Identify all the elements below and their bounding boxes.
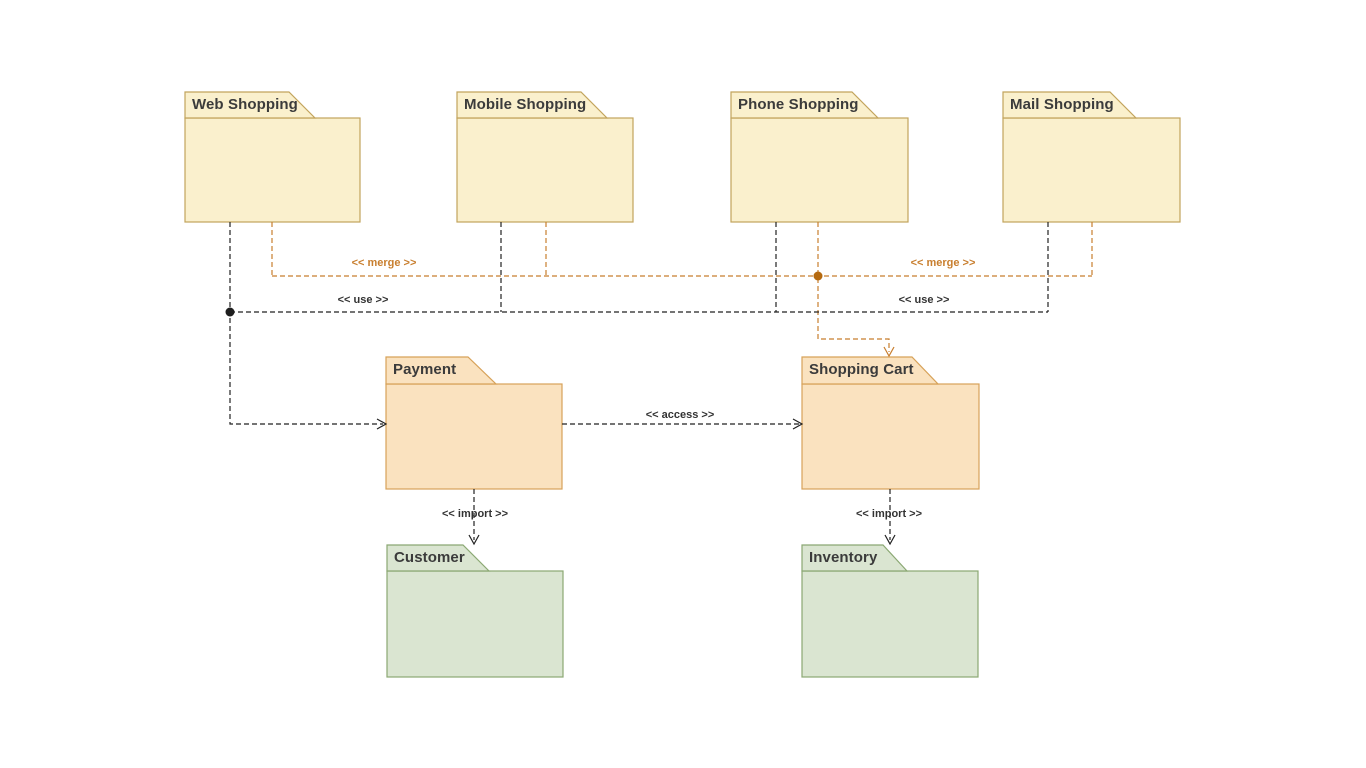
package-customer[interactable]: Customer [387, 545, 563, 677]
merge-junction-dot [813, 271, 823, 281]
merge-arrowhead-shopping-cart [883, 346, 895, 358]
package-inventory[interactable]: Inventory [802, 545, 978, 677]
package-title-mobile-shopping: Mobile Shopping [464, 96, 587, 113]
import-label-left: << import >> [441, 508, 509, 520]
package-shape-web-shopping [184, 91, 361, 223]
import-connector-payment-customer [468, 489, 480, 546]
package-shape-payment [385, 356, 563, 490]
package-shape-shopping-cart [801, 356, 980, 490]
package-shopping-cart[interactable]: Shopping Cart [802, 357, 979, 489]
import-connector-cart-inventory [884, 489, 896, 546]
package-phone-shopping[interactable]: Phone Shopping [731, 92, 908, 222]
use-label-right: << use >> [898, 294, 950, 306]
merge-connector-lines [271, 222, 1093, 358]
package-title-mail-shopping: Mail Shopping [1010, 96, 1114, 113]
access-label: << access >> [645, 409, 715, 421]
package-mail-shopping[interactable]: Mail Shopping [1003, 92, 1180, 222]
merge-label-right: << merge >> [910, 257, 976, 269]
package-title-web-shopping: Web Shopping [192, 96, 298, 113]
merge-label-left: << merge >> [351, 257, 417, 269]
package-title-phone-shopping: Phone Shopping [738, 96, 859, 113]
import-label-right: << import >> [855, 508, 923, 520]
use-connector-lines [225, 222, 1049, 430]
package-title-shopping-cart: Shopping Cart [809, 361, 914, 378]
access-connector-line [562, 418, 804, 430]
use-label-left: << use >> [337, 294, 389, 306]
use-junction-dot [225, 307, 235, 317]
package-title-inventory: Inventory [809, 549, 878, 566]
use-arrowhead-payment [376, 418, 388, 430]
package-shape-inventory [801, 544, 979, 678]
package-shape-customer [386, 544, 564, 678]
package-shape-mobile-shopping [456, 91, 634, 223]
package-shape-mail-shopping [1002, 91, 1181, 223]
package-title-payment: Payment [393, 361, 457, 378]
import-arrowhead-inventory [884, 534, 896, 546]
access-arrowhead-shopping-cart [792, 418, 804, 430]
package-web-shopping[interactable]: Web Shopping [185, 92, 360, 222]
package-title-customer: Customer [394, 549, 465, 566]
package-payment[interactable]: Payment [386, 357, 562, 489]
package-mobile-shopping[interactable]: Mobile Shopping [457, 92, 633, 222]
package-shape-phone-shopping [730, 91, 909, 223]
import-arrowhead-customer [468, 534, 480, 546]
